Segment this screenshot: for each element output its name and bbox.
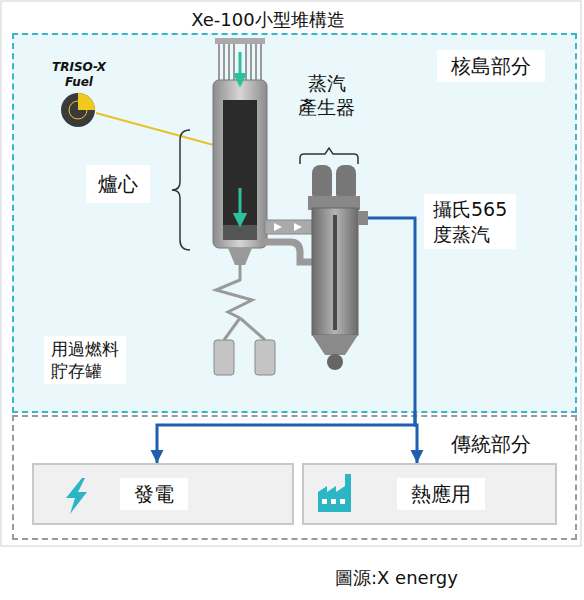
caption: 圖源:X energy	[335, 566, 458, 590]
title-holder: Xe-100小型堆構造	[0, 8, 536, 32]
frame	[1, 1, 581, 546]
label-holder: 爐心	[86, 165, 150, 203]
part-label: 用過燃料 貯存罐	[44, 336, 126, 384]
node-label: 傳統部分	[437, 428, 545, 460]
node-label: 熱應用	[397, 478, 485, 510]
fuel-label: TRISO-X Fuel	[46, 60, 112, 90]
label-holder: TRISO-X Fuel	[46, 60, 112, 90]
node-label: 核島部分	[437, 50, 545, 82]
part-label: 蒸汽 產生器	[298, 72, 355, 120]
caption-holder: 圖源:X energy	[335, 566, 575, 590]
node-label: 發電	[120, 478, 188, 510]
part-label: 爐心	[86, 165, 150, 203]
steam-label: 攝氏565 度蒸汽	[424, 194, 516, 249]
title: Xe-100小型堆構造	[191, 8, 344, 32]
label-holder: 蒸汽 產生器	[298, 72, 355, 120]
label-holder: 用過燃料 貯存罐	[44, 336, 126, 384]
label-holder: 攝氏565 度蒸汽	[424, 194, 516, 249]
conventional-region: 傳統部分發電 熱應用	[12, 415, 577, 540]
